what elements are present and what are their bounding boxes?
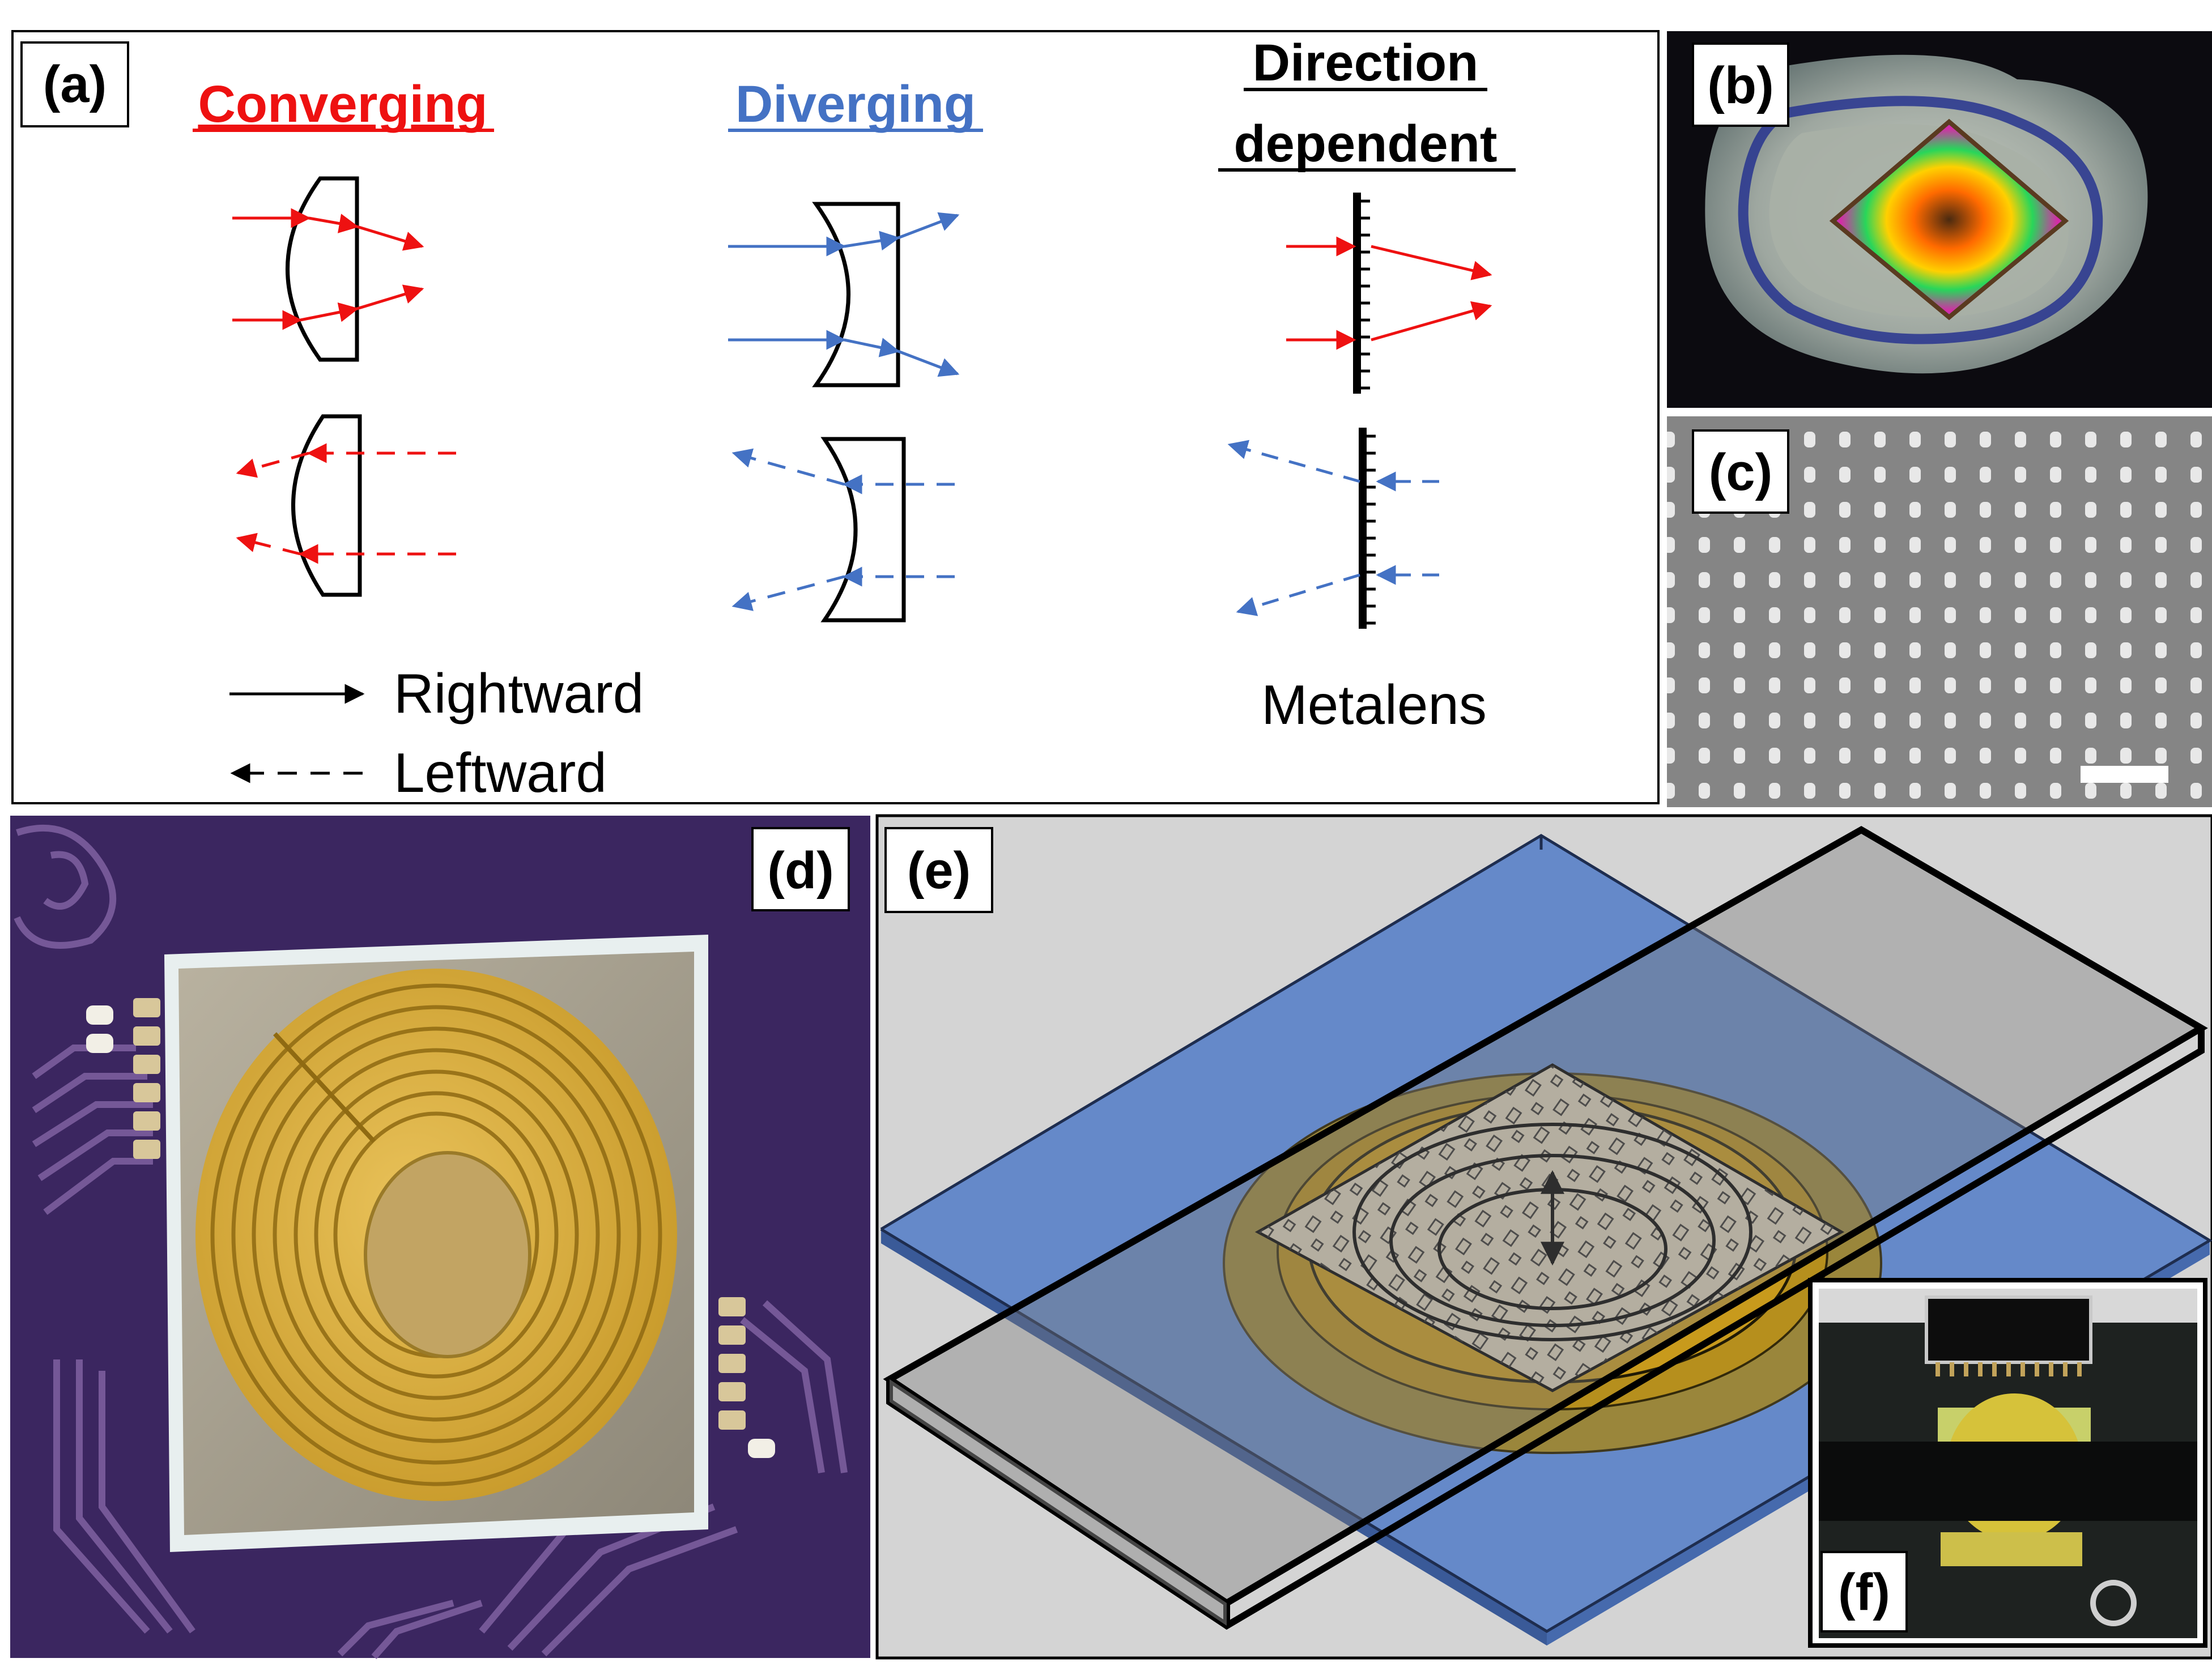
legend: Rightward Leftward — [229, 662, 644, 804]
panel-f: (f) — [1808, 1278, 2207, 1648]
panel-d-label: (d) — [767, 842, 833, 900]
panel-e-label: (e) — [907, 842, 971, 900]
panel-b-label-box — [1692, 42, 1789, 127]
optical-micrograph — [1705, 54, 2148, 374]
logo-icon — [2090, 1580, 2137, 1626]
diverging-lens-leftward — [731, 437, 955, 623]
scale-bar — [2081, 766, 2168, 783]
metalens-label: Metalens — [1261, 673, 1487, 736]
metalens-rightward — [1286, 193, 1492, 394]
converging-lens-rightward — [232, 176, 424, 362]
converging-heading: Converging — [198, 75, 487, 133]
panel-c: (c) — [1667, 416, 2212, 807]
panel-d: (d) — [10, 816, 870, 1659]
converging-lens-leftward — [236, 414, 456, 597]
spiral-electrode — [195, 969, 677, 1501]
panel-f-label-box — [1820, 1551, 1908, 1632]
metalens-leftward — [1227, 428, 1439, 629]
legend-leftward-label: Leftward — [394, 741, 607, 804]
panel-b: (b) — [1667, 31, 2212, 408]
diverging-lens-rightward — [728, 202, 960, 387]
panel-a: (a) Converging Diverging Direction depen… — [11, 30, 1660, 804]
panel-d-label-box — [751, 827, 850, 911]
legend-rightward-label: Rightward — [394, 662, 644, 724]
black-strap — [1819, 1442, 2197, 1521]
wire-bond-pads-right — [718, 1297, 775, 1458]
panel-f-label: (f) — [1838, 1563, 1890, 1621]
panel-c-label: (c) — [1709, 444, 1772, 501]
panel-e-label-box — [884, 827, 993, 913]
direction-heading-line1: Direction — [1253, 34, 1479, 92]
panel-a-label: (a) — [43, 56, 107, 113]
diverging-heading: Diverging — [735, 75, 976, 133]
metasurface — [1254, 1063, 1845, 1392]
panel-e: (e) — [875, 814, 2212, 1660]
panel-a-label-box — [20, 41, 129, 127]
gray-glass-slide — [883, 826, 2208, 1630]
wire-bond-pads-left — [86, 998, 160, 1159]
panel-c-label-box — [1692, 429, 1789, 514]
panel-b-label: (b) — [1707, 57, 1773, 114]
direction-heading-line2: dependent — [1233, 115, 1497, 173]
connector — [1925, 1295, 2092, 1376]
